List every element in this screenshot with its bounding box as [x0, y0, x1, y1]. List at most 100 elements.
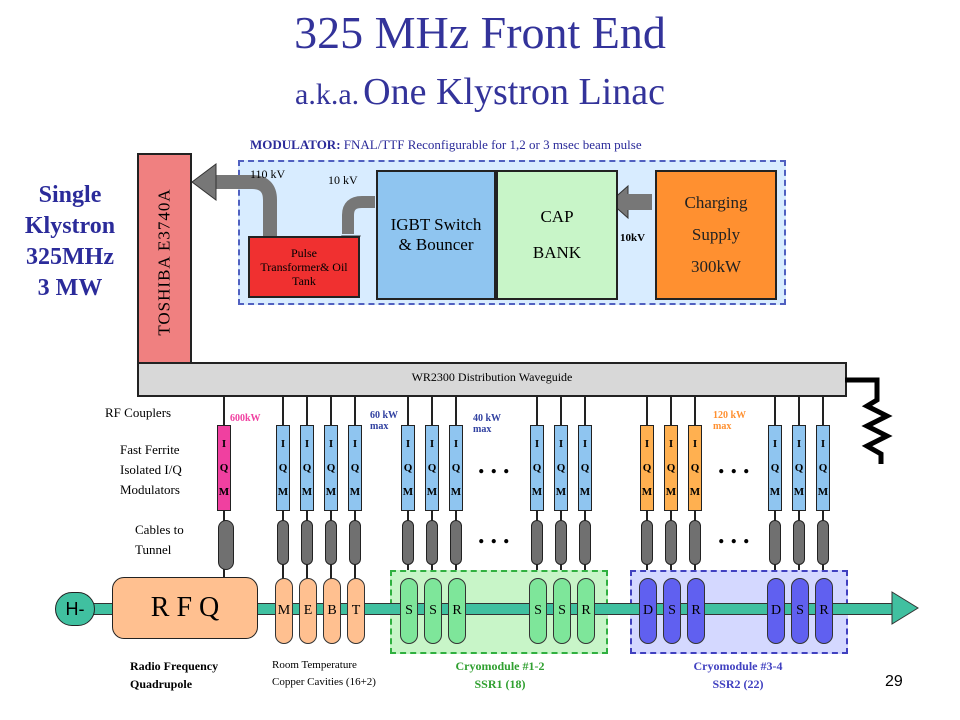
cavity: R	[448, 578, 466, 644]
iqm-letter: Q	[818, 461, 828, 474]
iqm-letter: Q	[302, 461, 312, 474]
power-600kw: 600kW	[230, 413, 261, 424]
power-120kw: 120 kW max	[713, 410, 746, 432]
cavity-label: S	[796, 603, 804, 618]
distribution-waveguide: WR2300 Distribution Waveguide	[137, 362, 847, 397]
subtitle-aka: a.k.a.	[295, 78, 360, 111]
iqm-letter: Q	[532, 461, 542, 474]
tunnel-cable	[769, 520, 781, 565]
cavity-label: E	[303, 603, 313, 618]
coupler-line	[306, 397, 308, 427]
page-number: 29	[885, 673, 903, 690]
iqm-letter: M	[817, 485, 829, 498]
cavity: D	[767, 578, 785, 644]
iqm-letter: M	[349, 485, 361, 498]
side-title-line: 325MHz	[26, 244, 114, 270]
modulator-label-bold: MODULATOR:	[250, 137, 341, 152]
cm34-caption: Cryomodule #3-4 SSR2 (22)	[658, 657, 818, 693]
power-60kw: 60 kW max	[370, 410, 398, 432]
rt-caption: Room Temperature Copper Cavities (16+2)	[272, 657, 376, 691]
charging-label-2: Supply	[691, 225, 741, 244]
ferrite-modulators-label: Fast Ferrite Isolated I/Q Modulators	[120, 442, 182, 497]
iqm-letter: Q	[350, 461, 360, 474]
h-minus-source: H-	[55, 592, 95, 626]
ellipsis-cable-2: ...	[718, 520, 756, 549]
coupler-line	[431, 397, 433, 427]
page-subtitle: a.k.a. One Klystron Linac	[0, 70, 960, 114]
cavity-label: R	[691, 603, 701, 618]
cap-bank-label-1: CAP	[540, 207, 574, 226]
voltage-10kv-cap: 10kV	[620, 232, 646, 244]
rt-caption-line1: Room Temperature	[272, 659, 357, 671]
rfq-caption-line1: Radio Frequency	[130, 659, 219, 673]
coupler-line	[774, 397, 776, 427]
iqm-letter: M	[277, 485, 289, 498]
coupler-line	[282, 397, 284, 427]
pulse-transformer-box: Pulse Transformer& Oil Tank	[248, 236, 360, 298]
iqm-letter: M	[218, 485, 230, 498]
iqm-letter: Q	[326, 461, 336, 474]
tunnel-cable	[450, 520, 462, 565]
iqm-letter: I	[668, 437, 674, 450]
cables-label: Cables to Tunnel	[135, 522, 184, 557]
waveguide-label: WR2300 Distribution Waveguide	[411, 370, 573, 384]
cavity: D	[639, 578, 657, 644]
tunnel-cable	[641, 520, 653, 565]
side-title: Single Klystron 325MHz 3 MW	[10, 180, 130, 304]
coupler-line	[670, 397, 672, 427]
iqm-letter: M	[402, 485, 414, 498]
rfq-box: R F Q	[112, 577, 258, 639]
h-minus-label: H-	[65, 598, 85, 619]
coupler-line	[646, 397, 648, 427]
iqm-letter: M	[450, 485, 462, 498]
cavity-label: S	[534, 603, 542, 618]
cavity: B	[323, 578, 341, 644]
cavity-label: D	[770, 603, 782, 618]
coupler-line	[560, 397, 562, 427]
iqm-letter: M	[555, 485, 567, 498]
iqm-letter: Q	[427, 461, 437, 474]
klystron-label: TOSHIBA E3740A	[154, 188, 174, 336]
cavity-label: D	[642, 603, 654, 618]
tunnel-cable	[402, 520, 414, 565]
page-title: 325 MHz Front End	[294, 7, 666, 58]
cavity-label: R	[452, 603, 462, 618]
tunnel-cable	[426, 520, 438, 565]
cavity: S	[663, 578, 681, 644]
rt-caption-line2: Copper Cavities (16+2)	[272, 676, 376, 688]
iqm-letter: I	[534, 437, 540, 450]
klystron-box: TOSHIBA E3740A	[137, 153, 192, 371]
iqm-letter: I	[221, 437, 227, 450]
cavity-label: T	[351, 603, 361, 618]
iqm-letter: Q	[403, 461, 413, 474]
tunnel-cable	[349, 520, 361, 565]
iqm-letter: M	[325, 485, 337, 498]
cm12-caption-line2: SSR1 (18)	[474, 677, 526, 691]
iqm-letter: M	[641, 485, 653, 498]
ellipsis-cable-1: ...	[478, 520, 516, 549]
iqm-letter: I	[558, 437, 564, 450]
cavity-label: B	[327, 603, 337, 618]
iqm-letter: I	[582, 437, 588, 450]
iqm-letter: I	[796, 437, 802, 450]
iqm-letter: M	[426, 485, 438, 498]
ellipsis-iqm-2: ...	[718, 450, 756, 479]
iqm-letter: M	[793, 485, 805, 498]
cm34-caption-line2: SSR2 (22)	[712, 677, 764, 691]
pulse-transformer-label: Pulse Transformer& Oil Tank	[260, 246, 348, 288]
tunnel-cable	[579, 520, 591, 565]
beam-arrow-head	[891, 591, 919, 625]
iqm-letter: I	[304, 437, 310, 450]
cap-bank-label-2: BANK	[532, 243, 582, 262]
cavity: M	[275, 578, 293, 644]
